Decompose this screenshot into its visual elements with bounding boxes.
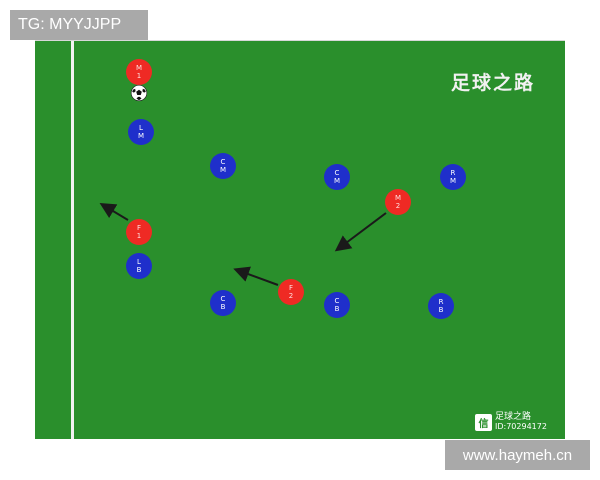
- pitch-sideline: [71, 41, 74, 439]
- soccer-ball-icon: [130, 84, 148, 102]
- player-f2: F 2: [278, 279, 304, 305]
- player-m2: M 2: [385, 189, 411, 215]
- football-pitch: 足球之路: [35, 40, 565, 439]
- player-cb-left: C B: [210, 290, 236, 316]
- bottom-right-site: www.haymeh.cn: [445, 440, 590, 470]
- pitch-watermark-title: 足球之路: [450, 72, 535, 94]
- top-left-tag: TG: MYYJJPP: [10, 10, 148, 40]
- wechat-logo-icon: 信: [475, 413, 492, 431]
- player-cm-right: C M: [324, 164, 350, 190]
- pitch-logo: 信 足球之路 ID:70294172: [475, 412, 547, 432]
- player-cm-left: C M: [210, 153, 236, 179]
- player-lm: L M: [128, 119, 154, 145]
- logo-name: 足球之路: [495, 412, 532, 422]
- player-lb: L B: [126, 253, 152, 279]
- player-f1: F 1: [126, 219, 152, 245]
- player-m1: M 1: [126, 59, 152, 85]
- player-rb: R B: [428, 293, 454, 319]
- player-rm: R M: [440, 164, 466, 190]
- logo-id: ID:70294172: [495, 422, 547, 431]
- player-cb-right: C B: [324, 292, 350, 318]
